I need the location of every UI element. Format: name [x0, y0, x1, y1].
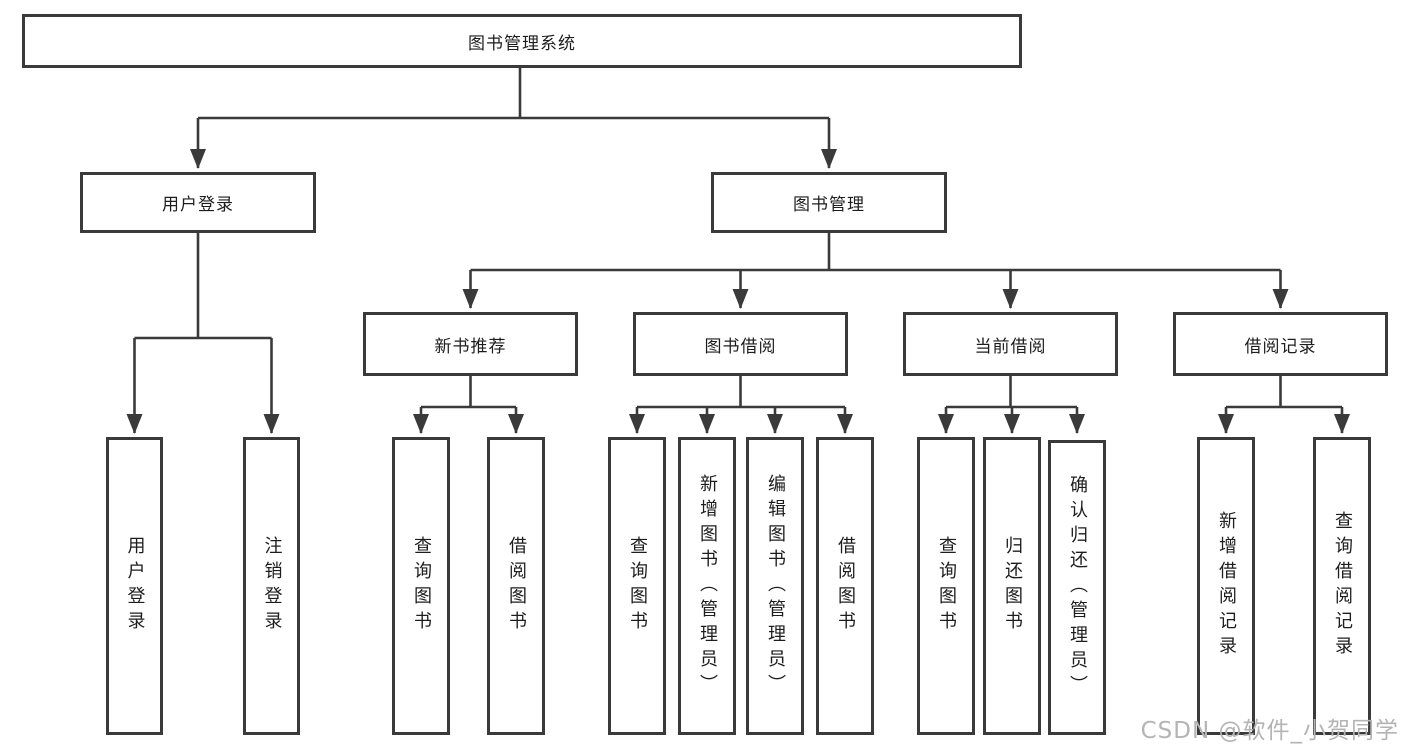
node-root-label: 图书管理系统	[468, 33, 576, 54]
leaf-cb-confirm-return: 确认归还（管理员）	[1048, 440, 1106, 735]
leaf-bb-add-book-label: 新增图书（管理员）	[697, 473, 718, 699]
leaf-br-query-record: 查询借阅记录	[1313, 437, 1371, 735]
leaf-bb-edit-book: 编辑图书（管理员）	[746, 437, 804, 735]
connector-group-book-mgmt	[462, 233, 1289, 309]
leaf-cb-return-book-label: 归还图书	[1002, 536, 1023, 636]
leaf-logout: 注销登录	[243, 437, 300, 735]
connector-group-book-borrow	[629, 376, 853, 434]
connector-group-borrow-record	[1218, 376, 1350, 434]
leaf-cb-query-book: 查询图书	[917, 437, 975, 735]
node-current-borrow-label: 当前借阅	[974, 336, 1047, 357]
leaf-bb-borrow-book: 借阅图书	[816, 437, 874, 735]
leaf-cb-confirm-return-label: 确认归还（管理员）	[1067, 475, 1088, 700]
leaf-user-login-label: 用户登录	[124, 536, 146, 636]
connector-group-root	[190, 68, 837, 169]
node-borrow-record: 借阅记录	[1173, 312, 1388, 376]
leaf-nb-borrow-book-label: 借阅图书	[506, 536, 527, 636]
csdn-watermark: CSDN @软件_小贺同学	[1140, 718, 1399, 744]
leaf-logout-label: 注销登录	[261, 536, 283, 636]
leaf-bb-edit-book-label: 编辑图书（管理员）	[765, 473, 786, 699]
leaf-cb-query-book-label: 查询图书	[936, 536, 957, 636]
leaf-br-add-record: 新增借阅记录	[1197, 437, 1255, 735]
node-new-book-rec: 新书推荐	[363, 312, 578, 376]
leaf-bb-add-book: 新增图书（管理员）	[678, 437, 736, 735]
node-book-mgmt-label: 图书管理	[793, 195, 865, 215]
leaf-bb-query-book-label: 查询图书	[627, 536, 648, 636]
leaf-cb-return-book: 归还图书	[983, 437, 1041, 735]
leaf-bb-borrow-book-label: 借阅图书	[835, 536, 856, 636]
node-book-borrow-label: 图书借阅	[704, 336, 777, 357]
node-book-mgmt: 图书管理	[711, 172, 947, 233]
connector-group-user-login	[126, 233, 280, 434]
leaf-br-query-record-label: 查询借阅记录	[1332, 511, 1353, 661]
node-current-borrow: 当前借阅	[903, 312, 1118, 376]
leaf-br-add-record-label: 新增借阅记录	[1216, 511, 1237, 661]
leaf-nb-borrow-book: 借阅图书	[487, 437, 545, 735]
node-borrow-record-label: 借阅记录	[1244, 336, 1317, 357]
node-book-borrow: 图书借阅	[633, 312, 848, 376]
node-new-book-rec-label: 新书推荐	[434, 336, 507, 357]
leaf-bb-query-book: 查询图书	[608, 437, 666, 735]
leaf-user-login: 用户登录	[106, 437, 163, 735]
node-root: 图书管理系统	[22, 14, 1022, 68]
connector-group-new-book-rec	[413, 376, 524, 434]
leaf-nb-query-book: 查询图书	[392, 437, 450, 735]
leaf-nb-query-book-label: 查询图书	[411, 536, 432, 636]
node-user-login-label: 用户登录	[162, 195, 234, 215]
connector-group-current-borrow	[938, 376, 1085, 434]
node-user-login: 用户登录	[80, 172, 316, 233]
